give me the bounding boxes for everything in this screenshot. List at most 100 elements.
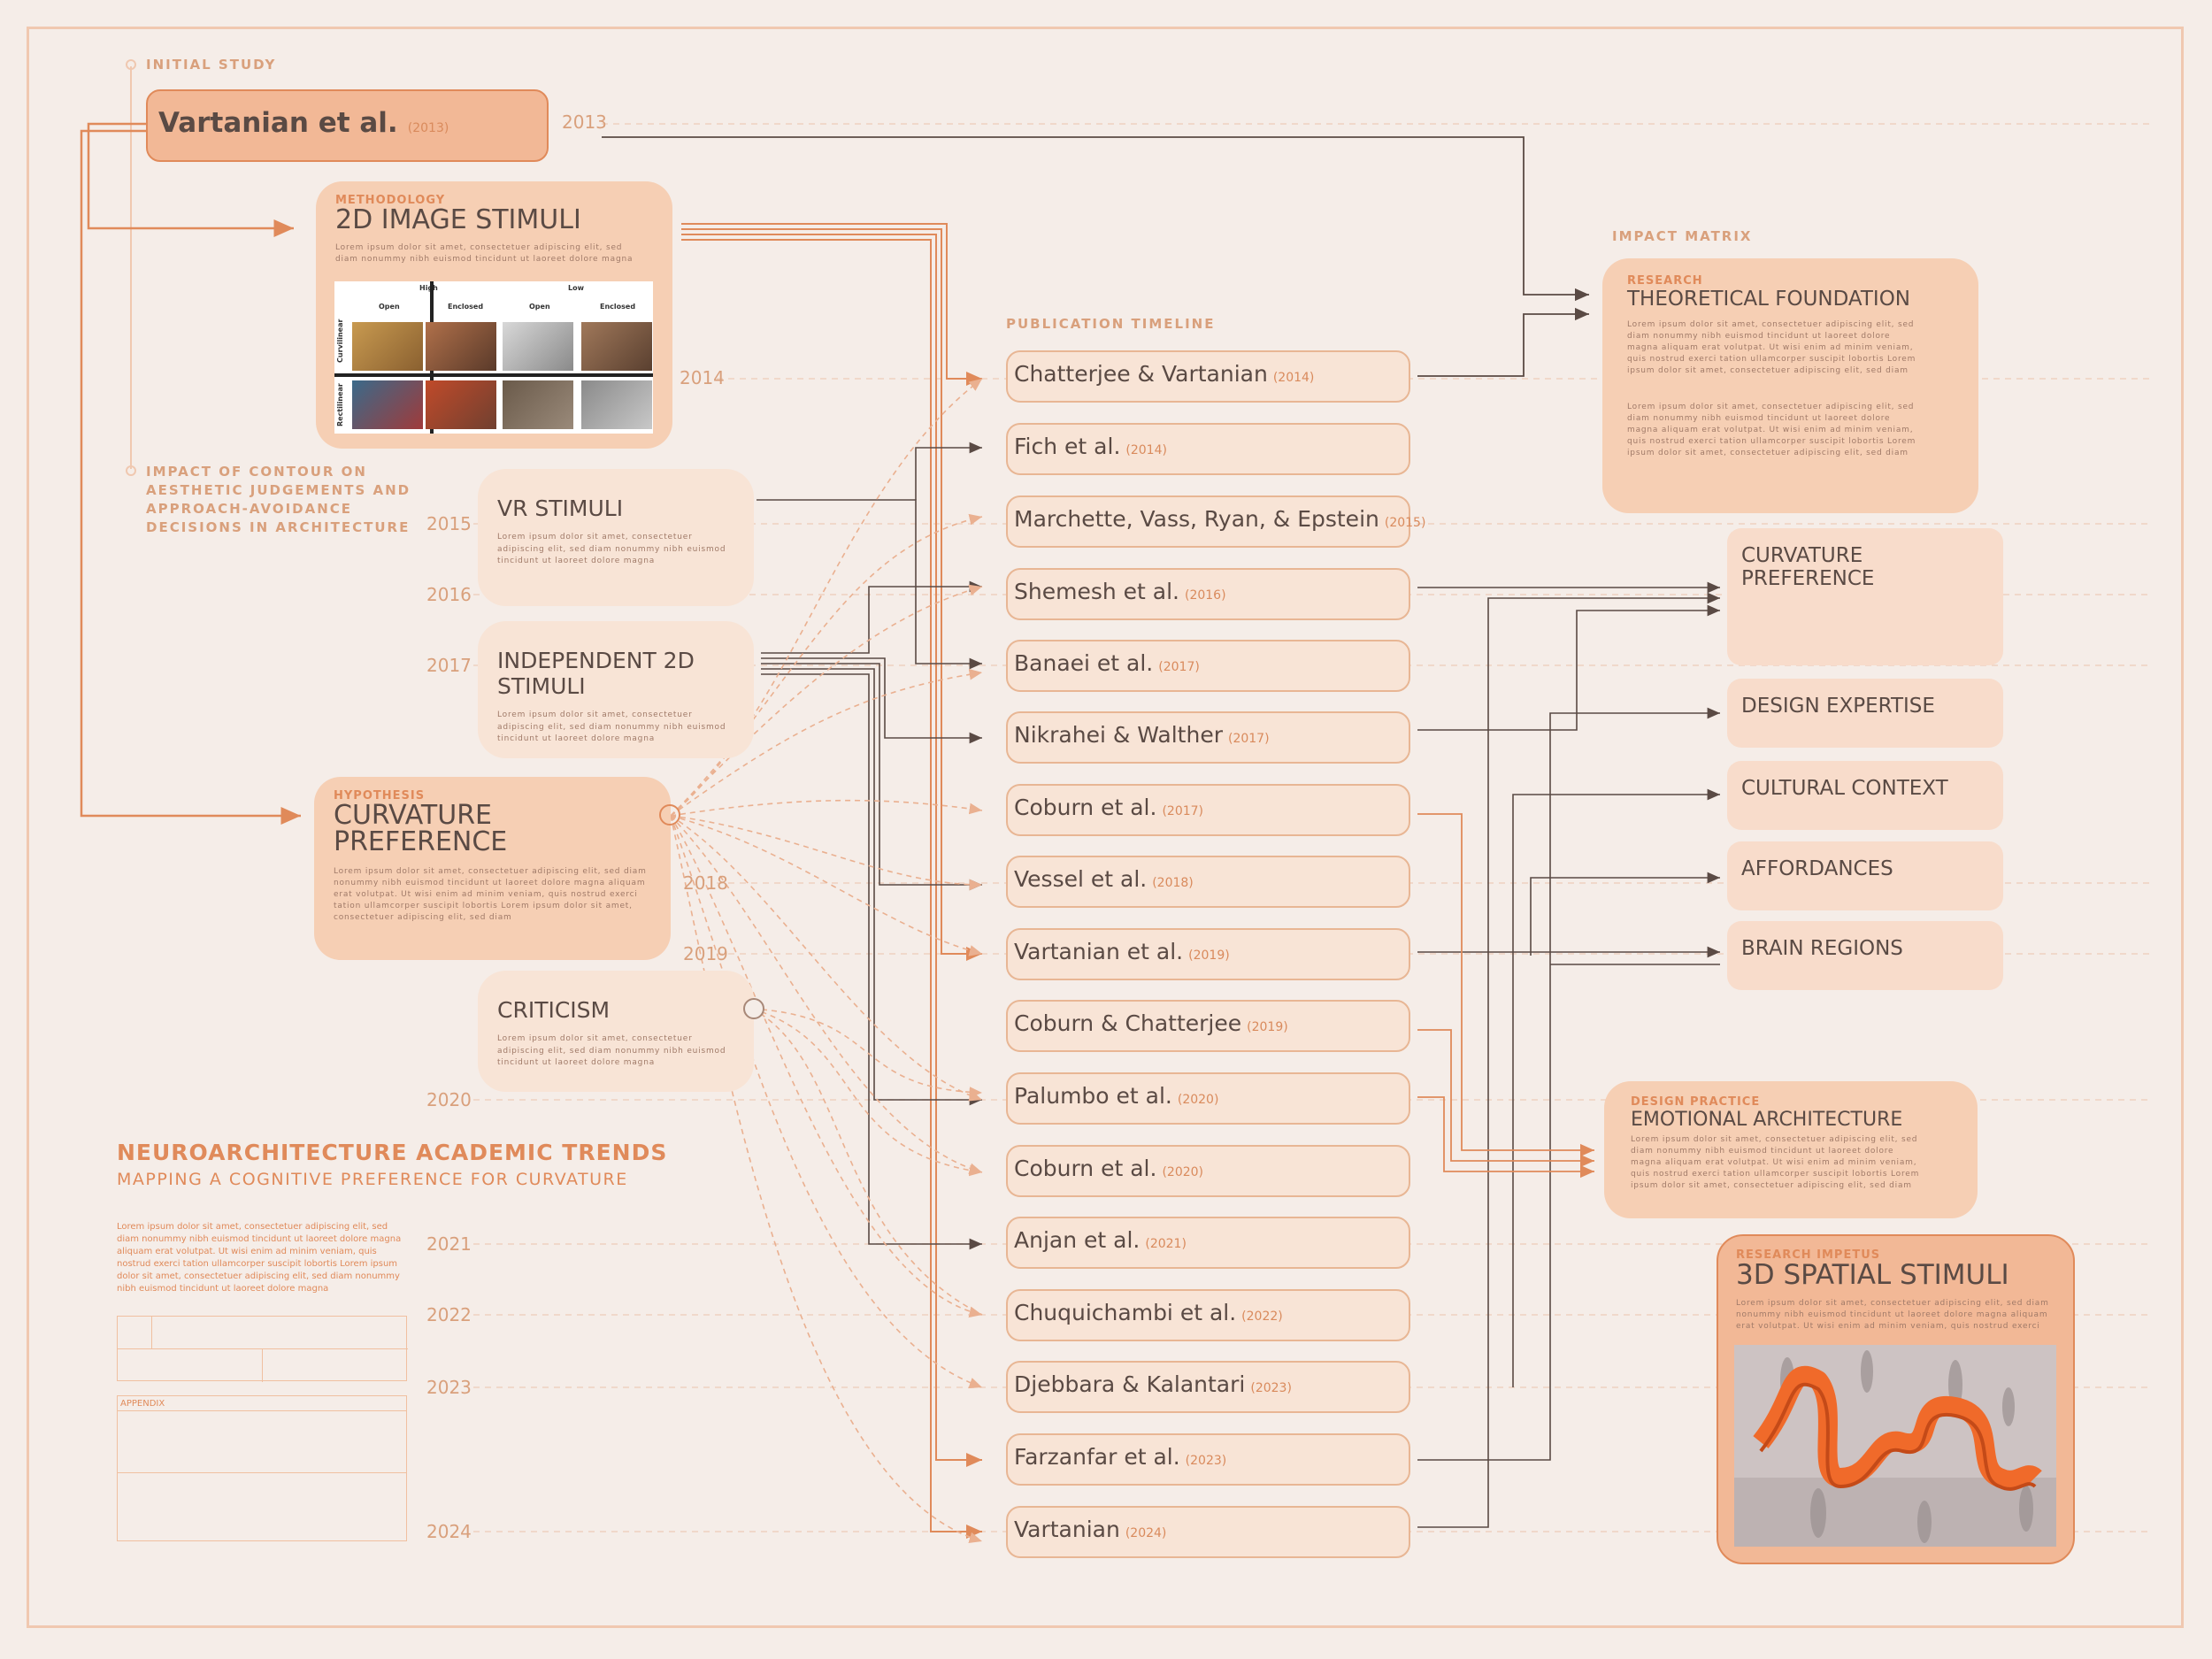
criticism-connector-node[interactable] bbox=[743, 998, 764, 1019]
hypothesis-connector-node[interactable] bbox=[659, 804, 680, 826]
independent-stimuli-card[interactable]: INDEPENDENT 2D STIMULI Lorem ipsum dolor… bbox=[478, 621, 754, 758]
publication-year: (2016) bbox=[1185, 588, 1226, 603]
publication-year: (2021) bbox=[1145, 1237, 1187, 1251]
room-photo bbox=[352, 380, 423, 429]
publication-item[interactable]: Djebbara & Kalantari (2023) bbox=[1006, 1361, 1410, 1413]
impact-cultural-context[interactable]: CULTURAL CONTEXT bbox=[1727, 761, 2003, 830]
publication-name: Marchette, Vass, Ryan, & Epstein bbox=[1014, 506, 1379, 532]
hypothesis-title-1: CURVATURE bbox=[334, 800, 492, 831]
publication-year: (2014) bbox=[1125, 443, 1167, 457]
room-photo bbox=[352, 322, 423, 371]
year-2013: 2013 bbox=[562, 111, 607, 133]
hypothesis-card[interactable]: HYPOTHESIS CURVATURE PREFERENCE Lorem ip… bbox=[314, 777, 671, 960]
publication-item[interactable]: Palumbo et al. (2020) bbox=[1006, 1072, 1410, 1125]
year-2024: 2024 bbox=[426, 1521, 472, 1542]
hypothesis-title-2: PREFERENCE bbox=[334, 826, 508, 857]
publication-item[interactable]: Farzanfar et al.(2023) bbox=[1006, 1433, 1410, 1486]
impact-design-expertise[interactable]: DESIGN EXPERTISE bbox=[1727, 679, 2003, 748]
room-photo bbox=[503, 322, 573, 371]
publication-item[interactable]: Vartanian (2024) bbox=[1006, 1506, 1410, 1558]
grid-open-label: Open bbox=[379, 303, 400, 311]
page-subtitle: MAPPING A COGNITIVE PREFERENCE FOR CURVA… bbox=[117, 1170, 628, 1189]
publication-year: (2020) bbox=[1162, 1165, 1204, 1179]
publication-name: Vartanian bbox=[1014, 1517, 1120, 1542]
emotional-text: Lorem ipsum dolor sit amet, consectetuer… bbox=[1631, 1135, 1920, 1191]
legend-text: Lorem ipsum dolor sit amet, consectetuer… bbox=[117, 1222, 402, 1294]
year-2021: 2021 bbox=[426, 1233, 472, 1255]
criticism-card[interactable]: CRITICISM Lorem ipsum dolor sit amet, co… bbox=[478, 971, 754, 1092]
publication-name: Palumbo et al. bbox=[1014, 1083, 1172, 1109]
theoretical-title: THEORETICAL FOUNDATION bbox=[1627, 288, 1911, 311]
emotional-title: EMOTIONAL ARCHITECTURE bbox=[1631, 1109, 1903, 1131]
publication-name: Chuquichambi et al. bbox=[1014, 1300, 1237, 1325]
year-2014: 2014 bbox=[680, 367, 725, 388]
publication-name: Chatterjee & Vartanian bbox=[1014, 361, 1268, 387]
appendix-box: APPENDIX bbox=[117, 1395, 407, 1541]
impact-curvature-preference[interactable]: CURVATURE PREFERENCE bbox=[1727, 528, 2003, 665]
initial-study-name: Vartanian et al. bbox=[158, 107, 398, 139]
grid-open-label-2: Open bbox=[529, 303, 550, 311]
publication-name: Coburn et al. bbox=[1014, 795, 1157, 820]
page-title: NEUROARCHITECTURE ACADEMIC TRENDS bbox=[117, 1140, 668, 1165]
grid-enclosed-label: Enclosed bbox=[448, 303, 484, 311]
year-2016: 2016 bbox=[426, 584, 472, 605]
publication-item[interactable]: Coburn et al.(2020) bbox=[1006, 1145, 1410, 1197]
publication-item[interactable]: Chuquichambi et al. (2022) bbox=[1006, 1289, 1410, 1341]
publication-item[interactable]: Coburn et al. (2017) bbox=[1006, 784, 1410, 836]
publication-year: (2020) bbox=[1177, 1093, 1219, 1107]
publication-item[interactable]: Coburn & Chatterjee(2019) bbox=[1006, 1000, 1410, 1052]
independent-text: Lorem ipsum dolor sit amet, consectetuer… bbox=[497, 710, 726, 743]
publication-year: (2024) bbox=[1125, 1526, 1167, 1540]
vr-stimuli-card[interactable]: VR STIMULI Lorem ipsum dolor sit amet, c… bbox=[478, 469, 754, 606]
publication-item[interactable]: Shemesh et al.(2016) bbox=[1006, 568, 1410, 620]
room-photo bbox=[503, 380, 573, 429]
publication-item[interactable]: Marchette, Vass, Ryan, & Epstein (2015) bbox=[1006, 495, 1425, 548]
year-2020: 2020 bbox=[426, 1089, 472, 1110]
vr-text: Lorem ipsum dolor sit amet, consectetuer… bbox=[497, 533, 726, 565]
room-photo bbox=[581, 322, 652, 371]
theoretical-foundation-card[interactable]: RESEARCH THEORETICAL FOUNDATION Lorem ip… bbox=[1602, 258, 1978, 513]
methodology-text: Lorem ipsum dolor sit amet, consectetuer… bbox=[335, 243, 634, 265]
publication-item[interactable]: Vartanian et al. (2019) bbox=[1006, 928, 1410, 980]
publication-item[interactable]: Vessel et al.(2018) bbox=[1006, 856, 1410, 908]
publication-item[interactable]: Anjan et al.(2021) bbox=[1006, 1217, 1410, 1269]
publication-year: (2019) bbox=[1188, 949, 1230, 963]
emotional-kicker: DESIGN PRACTICE bbox=[1631, 1095, 1761, 1109]
publication-year: (2023) bbox=[1250, 1381, 1292, 1395]
publication-name: Farzanfar et al. bbox=[1014, 1444, 1180, 1470]
independent-title: INDEPENDENT 2D STIMULI bbox=[497, 648, 695, 699]
publication-year: (2017) bbox=[1158, 660, 1200, 674]
grid-curvilinear-label: Curvilinear bbox=[336, 319, 344, 363]
publication-year: (2017) bbox=[1227, 732, 1270, 746]
publication-year: (2015) bbox=[1384, 516, 1426, 530]
year-2022: 2022 bbox=[426, 1304, 472, 1325]
year-2019: 2019 bbox=[683, 943, 728, 964]
impact-brain-regions[interactable]: BRAIN REGIONS bbox=[1727, 921, 2003, 990]
room-photo bbox=[581, 380, 652, 429]
impact-affordances[interactable]: AFFORDANCES bbox=[1727, 841, 2003, 910]
publication-name: Vessel et al. bbox=[1014, 866, 1148, 892]
publication-name: Fich et al. bbox=[1014, 434, 1121, 459]
room-photo bbox=[426, 322, 496, 371]
publication-name: Vartanian et al. bbox=[1014, 939, 1184, 964]
publication-item[interactable]: Fich et al. (2014) bbox=[1006, 423, 1410, 475]
initial-study-card[interactable]: Vartanian et al. (2013) bbox=[146, 89, 549, 162]
publication-item[interactable]: Banaei et al.(2017) bbox=[1006, 640, 1410, 692]
publication-name: Coburn & Chatterjee bbox=[1014, 1010, 1242, 1036]
legend-table bbox=[117, 1316, 408, 1382]
publication-item[interactable]: Nikrahei & Walther(2017) bbox=[1006, 711, 1410, 764]
hypothesis-text: Lorem ipsum dolor sit amet, consectetuer… bbox=[334, 867, 647, 923]
initial-study-label: INITIAL STUDY bbox=[146, 57, 277, 73]
theoretical-text-2: Lorem ipsum dolor sit amet, consectetuer… bbox=[1627, 403, 1916, 458]
methodology-kicker: METHODOLOGY bbox=[335, 194, 446, 207]
emotional-architecture-card[interactable]: DESIGN PRACTICE EMOTIONAL ARCHITECTURE L… bbox=[1604, 1081, 1978, 1218]
publication-item[interactable]: Chatterjee & Vartanian(2014) bbox=[1006, 350, 1410, 403]
publication-timeline-label: PUBLICATION TIMELINE bbox=[1006, 316, 1216, 332]
room-photo bbox=[426, 380, 496, 429]
year-2017: 2017 bbox=[426, 655, 472, 676]
publication-name: Djebbara & Kalantari bbox=[1014, 1371, 1246, 1397]
publication-year: (2022) bbox=[1241, 1310, 1283, 1324]
page-frame bbox=[27, 27, 2184, 1628]
publication-year: (2017) bbox=[1162, 804, 1204, 818]
